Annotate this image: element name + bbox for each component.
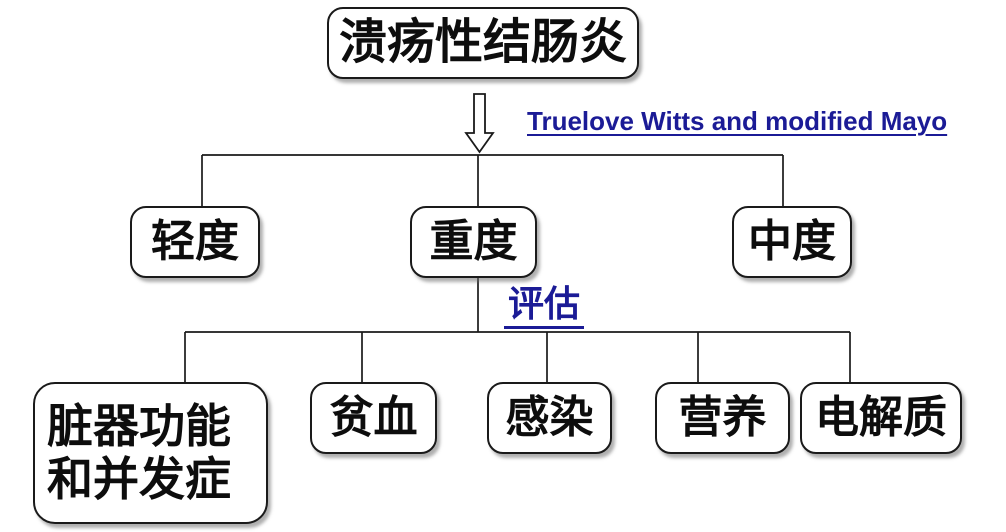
node-label: 营养 — [678, 392, 767, 442]
node-infection: 感染 — [487, 382, 612, 454]
assessment-link-label: 评估 — [508, 283, 581, 324]
node-organ-function-complications: 脏器功能 和并发症 — [33, 382, 268, 524]
node-nutrition: 营养 — [655, 382, 790, 454]
node-label: 重度 — [429, 216, 518, 266]
node-label-line2: 和并发症 — [47, 453, 231, 505]
node-moderate: 中度 — [732, 206, 852, 278]
node-electrolytes: 电解质 — [800, 382, 962, 454]
method-link-label: Truelove Witts and modified Mayo — [527, 106, 948, 136]
node-label: 感染 — [505, 392, 594, 442]
node-severe: 重度 — [410, 206, 537, 278]
node-label-line1: 脏器功能 — [47, 400, 231, 453]
node-label: 贫血 — [329, 392, 418, 442]
node-anemia: 贫血 — [310, 382, 437, 454]
down-arrow-icon — [464, 93, 495, 154]
node-label: 轻度 — [151, 216, 239, 266]
assessment-link[interactable]: 评估 — [504, 283, 585, 329]
method-link-truelove-mayo[interactable]: Truelove Witts and modified Mayo — [527, 106, 947, 137]
node-label: 溃疡性结肠炎 — [338, 16, 627, 70]
node-label: 中度 — [748, 216, 836, 266]
node-ulcerative-colitis: 溃疡性结肠炎 — [327, 7, 639, 79]
node-label: 电解质 — [815, 392, 947, 442]
node-mild: 轻度 — [130, 206, 260, 278]
